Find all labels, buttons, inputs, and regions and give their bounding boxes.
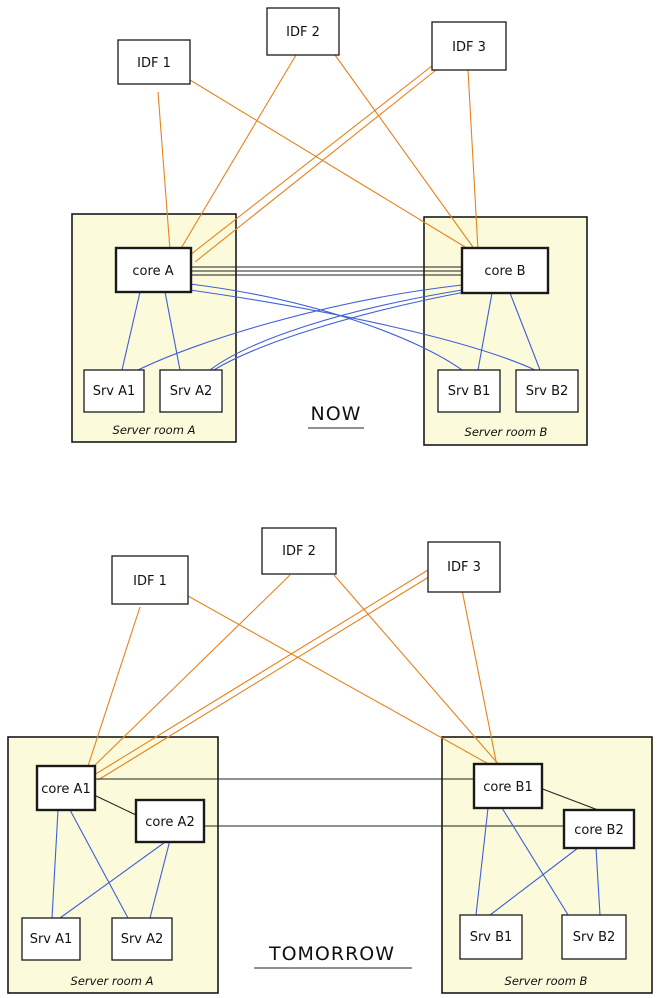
t-link-coreb2-srvb2 bbox=[595, 847, 601, 916]
core-b2-label: core B2 bbox=[574, 823, 623, 838]
srv-a2-label-now: Srv A2 bbox=[170, 384, 213, 399]
srv-a2-box-now bbox=[159, 369, 223, 413]
core-links-tomorrow bbox=[93, 778, 599, 827]
idf3-label-now: IDF 3 bbox=[452, 40, 486, 55]
idf1-box-tomorrow bbox=[111, 555, 189, 605]
core-b1-box bbox=[472, 762, 544, 810]
link-corea-srvb1 bbox=[189, 283, 463, 371]
idf3-box-now bbox=[431, 21, 507, 71]
server-room-b-label-now: Server room B bbox=[465, 425, 548, 439]
link-idf2-corea bbox=[179, 54, 297, 251]
t-link-idf1-corea1 bbox=[87, 606, 141, 767]
t-link-coreb1-coreb2 bbox=[539, 787, 599, 811]
server-room-a-label-now: Server room A bbox=[113, 423, 196, 437]
srv-b1-box-tomorrow bbox=[459, 914, 523, 960]
uplinks-tomorrow bbox=[87, 569, 501, 781]
server-links-tomorrow bbox=[51, 807, 601, 919]
core-b-box bbox=[460, 246, 550, 295]
uplinks-now bbox=[157, 54, 479, 263]
t-link-corea1-corea2 bbox=[93, 794, 137, 816]
t-link-idf2-coreb1 bbox=[333, 574, 501, 767]
idf3-box-tomorrow bbox=[427, 541, 501, 593]
t-link-idf3-coreb1 bbox=[461, 589, 498, 767]
link-idf3-coreb bbox=[467, 69, 479, 251]
tomorrow-diagram: IDF 1 IDF 2 IDF 3 core A1 core A2 core B… bbox=[7, 527, 653, 994]
idf1-label-tomorrow: IDF 1 bbox=[133, 574, 167, 589]
t-link-corea2-srva1 bbox=[59, 839, 169, 919]
link-idf1-corea bbox=[157, 91, 171, 251]
srv-b2-label-now: Srv B2 bbox=[526, 384, 569, 399]
srv-b1-box-now bbox=[437, 369, 501, 413]
core-a2-label: core A2 bbox=[145, 815, 194, 830]
server-links-now bbox=[121, 283, 541, 371]
link-coreb-srvb1 bbox=[477, 292, 493, 371]
t-link-corea1-srva2 bbox=[69, 809, 129, 919]
link-coreb-srva2 bbox=[209, 289, 463, 371]
idf2-label-tomorrow: IDF 2 bbox=[282, 544, 316, 559]
now-title: NOW bbox=[311, 403, 362, 425]
t-link-idf1-coreb1 bbox=[187, 595, 493, 767]
srv-a1-box-now bbox=[83, 369, 145, 413]
core-a1-box bbox=[35, 764, 97, 812]
srv-a1-box-tomorrow bbox=[21, 917, 81, 961]
link-coreb-srva1 bbox=[137, 284, 463, 371]
srv-a1-label-now: Srv A1 bbox=[93, 384, 136, 399]
core-a2-box bbox=[134, 798, 206, 844]
core-b1-label: core B1 bbox=[483, 780, 532, 795]
srv-a2-label-tomorrow: Srv A2 bbox=[121, 932, 164, 947]
t-link-coreb2-srvb1 bbox=[489, 847, 579, 916]
link-idf1-coreb bbox=[189, 79, 471, 251]
core-a-box bbox=[114, 246, 193, 294]
idf1-box-now bbox=[117, 39, 191, 85]
srv-b2-label-tomorrow: Srv B2 bbox=[573, 930, 616, 945]
t-link-corea2-srva2 bbox=[149, 839, 171, 919]
t-link-coreb1-srvb2 bbox=[501, 807, 571, 919]
link-corea-srva2 bbox=[164, 291, 181, 371]
link-idf3-corea-1 bbox=[189, 57, 443, 256]
t-link-idf3-corea1-1 bbox=[93, 569, 429, 776]
t-link-coreb1-srvb1 bbox=[475, 807, 489, 916]
link-idf2-coreb bbox=[334, 54, 476, 251]
core-a1-label: core A1 bbox=[41, 782, 90, 797]
link-corea-srvb2 bbox=[189, 289, 536, 371]
srv-b1-label-now: Srv B1 bbox=[448, 384, 491, 399]
core-a-label: core A bbox=[132, 264, 173, 279]
t-link-corea1-srva1 bbox=[51, 809, 59, 919]
srv-b2-box-tomorrow bbox=[561, 914, 627, 960]
idf2-label-now: IDF 2 bbox=[286, 25, 320, 40]
core-links-now bbox=[191, 266, 462, 276]
core-b2-box bbox=[562, 808, 636, 850]
idf3-label-tomorrow: IDF 3 bbox=[447, 560, 481, 575]
srv-b1-label-tomorrow: Srv B1 bbox=[470, 930, 513, 945]
idf2-box-now bbox=[266, 7, 340, 56]
tomorrow-title: TOMORROW bbox=[268, 943, 395, 965]
srv-a2-box-tomorrow bbox=[111, 917, 173, 961]
link-coreb-srvb2 bbox=[509, 292, 541, 371]
core-b-label: core B bbox=[484, 264, 525, 279]
now-diagram: IDF 1 IDF 2 IDF 3 core A core B Srv A1 S… bbox=[71, 7, 588, 446]
t-link-idf2-corea1 bbox=[91, 574, 291, 769]
server-room-a-label-tomorrow: Server room A bbox=[71, 974, 154, 988]
srv-a1-label-tomorrow: Srv A1 bbox=[30, 932, 73, 947]
link-corea-srva1 bbox=[121, 291, 141, 371]
server-room-b-label-tomorrow: Server room B bbox=[505, 974, 588, 988]
srv-b2-box-now bbox=[515, 369, 579, 413]
idf2-box-tomorrow bbox=[261, 527, 337, 575]
t-link-idf3-corea1-2 bbox=[97, 574, 433, 781]
idf1-label-now: IDF 1 bbox=[137, 56, 171, 71]
link-coreb-srva2-b bbox=[213, 291, 466, 371]
link-idf3-corea-2 bbox=[194, 61, 447, 263]
